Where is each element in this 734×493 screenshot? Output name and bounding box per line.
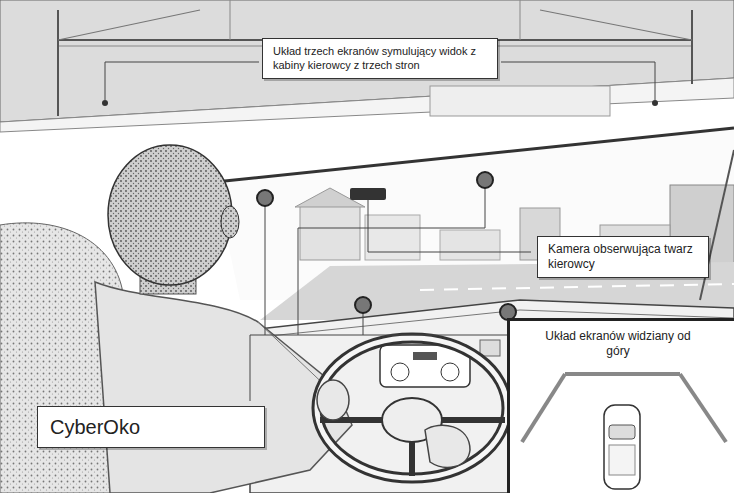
- street-scene: [440, 230, 500, 260]
- car-interior: [441, 363, 459, 381]
- camera-symbol: [500, 304, 516, 320]
- label-text: Układ ekranów widziany od góry: [536, 329, 700, 359]
- street-scene: [215, 128, 734, 320]
- screen-rig: [430, 86, 610, 116]
- callout-box: Kamera obserwująca twarz kierowcy: [537, 236, 709, 278]
- camera-symbol: [350, 188, 386, 200]
- steering-wheel: [317, 380, 349, 420]
- leader-line: [250, 335, 508, 336]
- steering-wheel: [317, 338, 507, 478]
- leader-line: [368, 200, 531, 252]
- car-interior: [215, 128, 734, 182]
- camera-symbol: [257, 190, 273, 206]
- screen-rig: [691, 10, 693, 84]
- steering-wheel: [425, 425, 470, 467]
- screen-rig: [102, 100, 108, 106]
- label-text: Układ trzech ekranów symulujący widok z …: [273, 44, 487, 73]
- leader-line: [250, 188, 531, 401]
- inset-panel: Układ ekranów widziany od góry: [506, 321, 730, 493]
- screen-rig: [230, 0, 231, 40]
- steering-wheel: [442, 417, 505, 423]
- inset-view: [522, 374, 565, 442]
- driver-figure: [95, 282, 352, 493]
- label-text: Kamera obserwująca twarz kierowcy: [548, 242, 698, 272]
- callout-box: CyberOko: [37, 406, 265, 448]
- street-scene: [420, 284, 734, 290]
- driver-figure: [221, 206, 239, 238]
- screen-rig: [57, 10, 59, 116]
- leader-line: [363, 313, 364, 335]
- steering-wheel: [317, 338, 507, 478]
- leader-line: [250, 335, 251, 401]
- leader-line: [105, 62, 259, 100]
- camera-symbol: [355, 297, 371, 313]
- inset-view: [565, 372, 680, 376]
- inset-view: [609, 445, 635, 475]
- inset-view: [604, 405, 640, 489]
- steering-wheel: [409, 442, 415, 476]
- screen-rig: [0, 0, 734, 132]
- screen-rig: [58, 10, 200, 40]
- inset-view: [509, 320, 734, 493]
- car-interior: [413, 352, 437, 360]
- driver-figure: [108, 145, 232, 285]
- street-scene: [365, 215, 420, 260]
- street-scene: [300, 205, 360, 260]
- label-text: CyberOko: [50, 415, 252, 439]
- car-interior: [391, 363, 409, 381]
- leader-line: [298, 188, 485, 335]
- screen-rig: [0, 78, 734, 132]
- steering-wheel: [317, 338, 507, 478]
- screen-rig: [652, 100, 658, 106]
- leader-line: [501, 62, 655, 100]
- inset-view: [609, 425, 635, 439]
- screen-rig: [520, 0, 521, 40]
- camera-symbol: [257, 172, 516, 320]
- inset-view: [680, 374, 726, 442]
- leader-line: [265, 206, 266, 335]
- car-interior: [480, 340, 500, 356]
- camera-symbol: [477, 172, 493, 188]
- callout-box: Układ trzech ekranów symulujący widok z …: [262, 38, 498, 79]
- screen-rig: [540, 10, 692, 40]
- inset-view: [509, 320, 734, 493]
